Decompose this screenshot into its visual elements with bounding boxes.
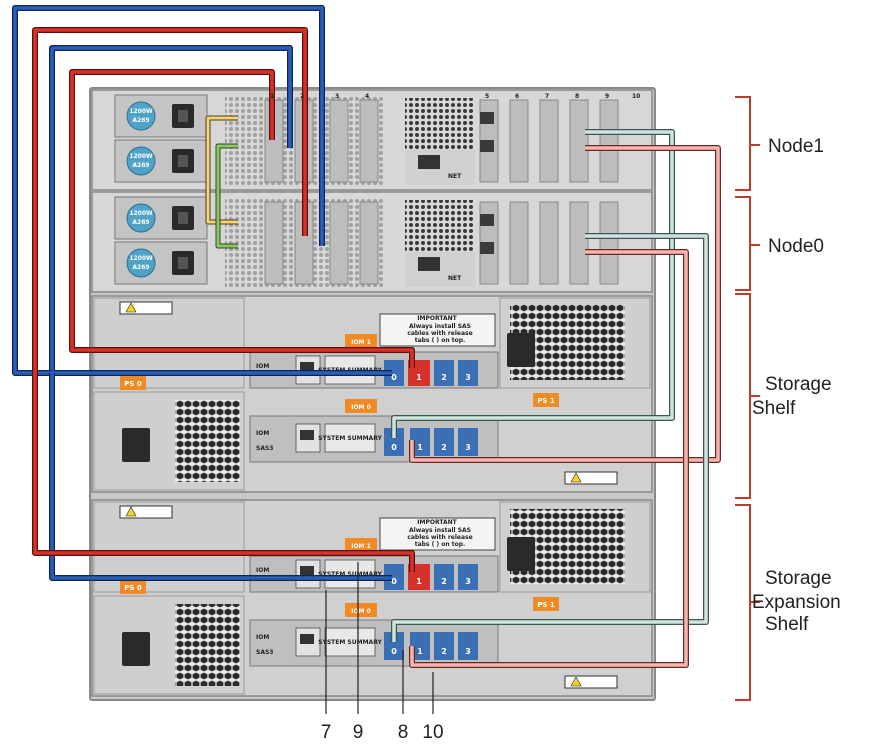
port-0-label: 0 — [391, 577, 397, 586]
port-3-label: 3 — [465, 647, 471, 656]
callout-8: 8 — [398, 722, 409, 743]
system-summary-label: SYSTEM SUMMARY — [318, 571, 382, 578]
port-1-label: 1 — [417, 443, 423, 452]
expansion-shelf-chassis: IOM 1 IOM SYSTEM SUMMARY 0 1 2 3 IMPORTA… — [91, 499, 653, 697]
callout-leaders — [325, 562, 434, 714]
label-expansion-shelf-line3: Shelf — [765, 614, 809, 635]
port-2-label: 2 — [441, 443, 447, 452]
slot-label: 6 — [515, 93, 519, 100]
bracket-node0 — [735, 196, 751, 291]
port-0-label: 0 — [391, 647, 397, 656]
port-3-label: 3 — [465, 373, 471, 382]
node1-chassis: 1200W A269 1200W A269 NET — [91, 89, 653, 191]
psu-wattage-label: 1200W — [129, 210, 153, 217]
iom1-tag: IOM 1 — [351, 339, 371, 346]
node0-psu-bottom: 1200W A269 — [114, 241, 208, 285]
ps1-label: PS 1 — [537, 397, 555, 405]
bracket-storage-shelf — [735, 293, 751, 499]
iom1-tag: IOM 1 — [351, 543, 371, 550]
slot-label: 2 — [300, 93, 304, 100]
callout-7: 7 — [321, 722, 332, 743]
label-expansion-shelf-line2: Expansion — [752, 592, 841, 613]
iom-label: IOM — [256, 567, 269, 574]
psu-model-label: A269 — [132, 219, 149, 226]
ps0-label: PS 0 — [124, 380, 142, 388]
slot-label: 3 — [335, 93, 339, 100]
right-brackets — [735, 96, 760, 701]
net-label: NET — [448, 173, 462, 180]
sas-cables — [12, 5, 721, 668]
psu-model-label: A269 — [132, 162, 149, 169]
label-expansion-shelf-line1: Storage — [765, 568, 832, 589]
psu-wattage-label: 1200W — [129, 108, 153, 115]
port-1-label: 1 — [416, 577, 422, 586]
net-label: NET — [448, 275, 462, 282]
label-storage-shelf-line2: Shelf — [752, 398, 796, 419]
bracket-node1 — [735, 96, 751, 191]
sas-warning-line3: tabs ( ) on top. — [415, 541, 466, 548]
ps0-label: PS 0 — [124, 584, 142, 592]
port-1-label: 1 — [417, 647, 423, 656]
psu-wattage-label: 1200W — [129, 153, 153, 160]
label-node1: Node1 — [768, 136, 824, 157]
port-2-label: 2 — [441, 373, 447, 382]
node1-psu-top: 1200W A269 — [114, 94, 208, 138]
slot-label: 7 — [545, 93, 549, 100]
slot-label: 8 — [575, 93, 579, 100]
important-label: IMPORTANT — [417, 315, 457, 322]
slot-label: 9 — [605, 93, 609, 100]
bracket-expansion-shelf — [735, 504, 751, 701]
iom-label: IOM — [256, 363, 269, 370]
psu-model-label: A269 — [132, 264, 149, 271]
slot-label: 10 — [632, 93, 640, 100]
port-2-label: 2 — [441, 647, 447, 656]
port-0-label: 0 — [391, 373, 397, 382]
port-1-label: 1 — [416, 373, 422, 382]
system-summary-label: SYSTEM SUMMARY — [318, 639, 382, 646]
sas3-label: SAS3 — [256, 649, 273, 656]
sas-warning-line3: tabs ( ) on top. — [415, 337, 466, 344]
slot-number-labels: 1 2 3 4 5 6 7 8 9 10 — [270, 93, 640, 100]
psu-wattage-label: 1200W — [129, 255, 153, 262]
callout-9: 9 — [353, 722, 364, 743]
system-summary-label: SYSTEM SUMMARY — [318, 435, 382, 442]
ps1-label: PS 1 — [537, 601, 555, 609]
node0-psu-top: 1200W A269 — [114, 196, 208, 240]
slot-label: 5 — [485, 93, 489, 100]
callout-10: 10 — [422, 722, 443, 743]
iom-label: IOM — [256, 430, 269, 437]
iom0-tag: IOM 0 — [351, 608, 371, 615]
label-storage-shelf-line1: Storage — [765, 374, 832, 395]
important-label: IMPORTANT — [417, 519, 457, 526]
iom-label: IOM — [256, 634, 269, 641]
port-3-label: 3 — [465, 443, 471, 452]
port-0-label: 0 — [391, 443, 397, 452]
sas-warning-line2: cables with release — [407, 330, 472, 337]
label-node0: Node0 — [768, 236, 824, 257]
iom0-tag: IOM 0 — [351, 404, 371, 411]
sas-warning-line2: cables with release — [407, 534, 472, 541]
sas-warning-line1: Always install SAS — [409, 527, 471, 534]
sas-warning-line1: Always install SAS — [409, 323, 471, 330]
node1-pcie-slots — [264, 99, 619, 183]
port-3-label: 3 — [465, 577, 471, 586]
storage-shelf-chassis: IOM 1 IOM SYSTEM SUMMARY 1 0 2 3 IMPORTA… — [91, 295, 653, 493]
slot-label: 4 — [365, 93, 369, 100]
node0-chassis: 1200W A269 1200W A269 NET — [91, 191, 653, 293]
psu-model-label: A269 — [132, 117, 149, 124]
sas3-label: SAS3 — [256, 445, 273, 452]
port-2-label: 2 — [441, 577, 447, 586]
node1-psu-bottom: 1200W A269 — [114, 139, 208, 183]
slot-label: 1 — [270, 93, 274, 100]
